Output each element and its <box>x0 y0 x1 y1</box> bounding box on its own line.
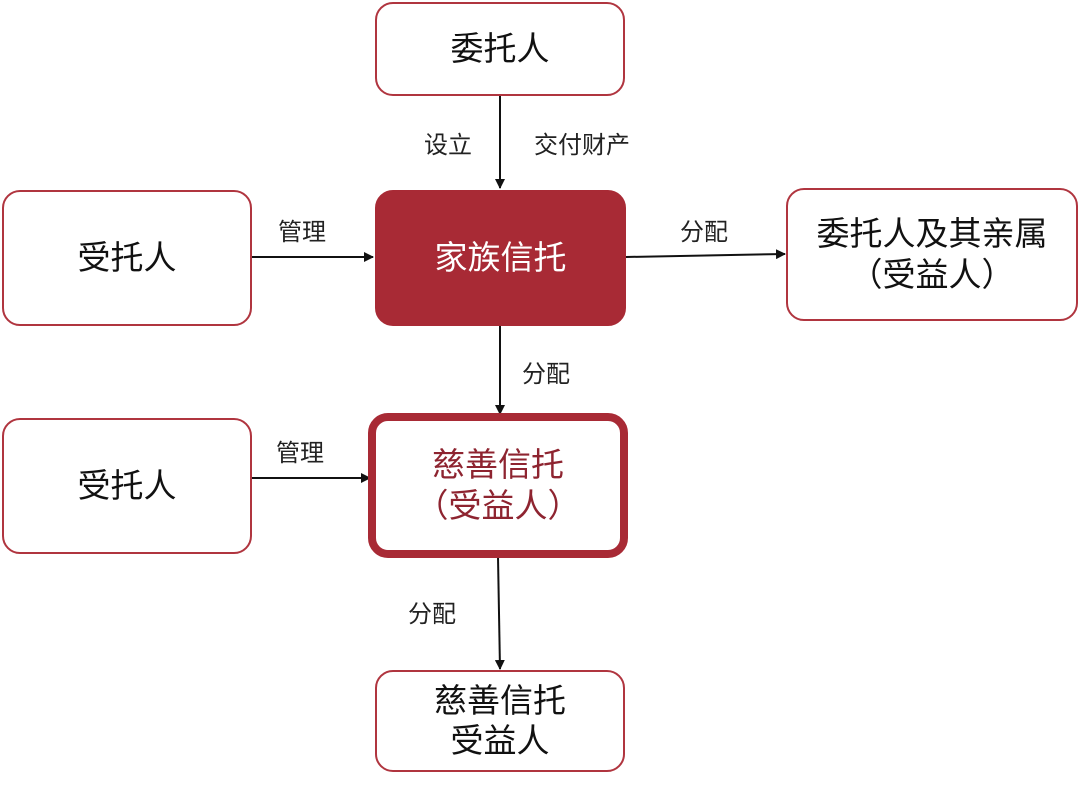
arrow-family-trust-to-beneficiaries <box>625 249 786 260</box>
beneficiary-family-line1: 委托人及其亲属 <box>816 214 1048 254</box>
settlor-label: 委托人 <box>450 28 550 68</box>
edge-label-establish: 设立 <box>424 131 472 159</box>
trustee-bottom-label: 受托人 <box>77 465 177 505</box>
charity-beneficiary-line1: 慈善信托 <box>434 680 566 720</box>
edge-label-deliver-property: 交付财产 <box>534 131 630 159</box>
trustee-node-top: 受托人 <box>2 190 252 326</box>
charity-trust-node: 慈善信托 （受益人） <box>368 413 628 558</box>
edge-label-distribute-right: 分配 <box>680 218 728 246</box>
charity-beneficiary-node: 慈善信托 受益人 <box>375 670 625 772</box>
beneficiary-family-line2: （受益人） <box>849 254 1015 294</box>
settlor-node: 委托人 <box>375 2 625 96</box>
charity-trust-line2: （受益人） <box>415 485 581 525</box>
charity-beneficiary-line2: 受益人 <box>450 721 550 760</box>
edge-label-manage-top: 管理 <box>278 218 326 246</box>
charity-trust-line1: 慈善信托 <box>432 445 564 485</box>
family-trust-label: 家族信托 <box>434 237 567 277</box>
beneficiary-family-node: 委托人及其亲属 （受益人） <box>786 188 1078 321</box>
edge-label-manage-bottom: 管理 <box>276 439 324 467</box>
trustee-node-bottom: 受托人 <box>2 418 252 554</box>
trustee-top-label: 受托人 <box>77 237 177 277</box>
edge-label-distribute-down: 分配 <box>522 360 570 388</box>
edge-label-distribute-bottom: 分配 <box>408 600 456 628</box>
family-trust-node: 家族信托 <box>375 190 626 326</box>
arrow-charity-trust-to-charity-beneficiary <box>494 556 505 670</box>
